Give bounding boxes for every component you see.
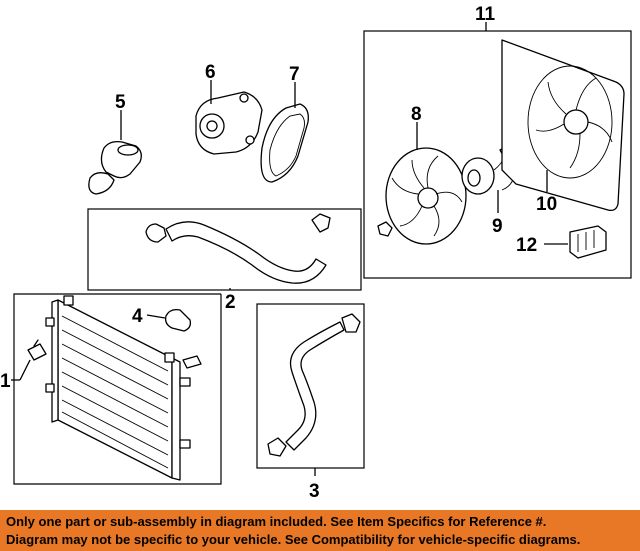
- callout-2: 2: [225, 292, 236, 313]
- hose-3-group-box: [256, 303, 365, 469]
- water-pump-gasket: [260, 103, 309, 183]
- fan-assembly-group-box: [363, 30, 632, 279]
- water-pump: [195, 91, 263, 155]
- disclaimer-line-2: Diagram may not be specific to your vehi…: [6, 532, 581, 547]
- upper-hose: [145, 213, 331, 284]
- disclaimer-line-1: Only one part or sub-assembly in diagram…: [6, 514, 547, 529]
- callout-11: 11: [475, 4, 496, 25]
- callout-8: 8: [411, 104, 422, 125]
- callout-3: 3: [309, 481, 320, 502]
- disclaimer-banner: Only one part or sub-assembly in diagram…: [0, 510, 640, 551]
- lower-hose: [267, 313, 361, 457]
- radiator-group-box: [13, 293, 222, 485]
- callout-6: 6: [205, 62, 216, 83]
- fan-shroud: [501, 39, 625, 212]
- fan-resistor: [569, 225, 607, 259]
- hose-2-group-box: [87, 208, 362, 291]
- callout-10: 10: [536, 194, 557, 215]
- water-inlet-fitting: [88, 140, 142, 195]
- radiator-cap: [164, 308, 192, 332]
- callout-12: 12: [516, 235, 537, 256]
- drain-plug: [27, 339, 47, 361]
- callout-4: 4: [132, 306, 143, 327]
- parts-diagram: 1 2 3 4 5 6 7 8 9 10 11 12: [0, 4, 632, 502]
- radiator: [45, 295, 202, 481]
- callout-1: 1: [0, 371, 11, 392]
- cooling-fan: [377, 147, 467, 245]
- callout-9: 9: [492, 216, 503, 237]
- callout-7: 7: [289, 64, 300, 85]
- callout-5: 5: [115, 92, 126, 113]
